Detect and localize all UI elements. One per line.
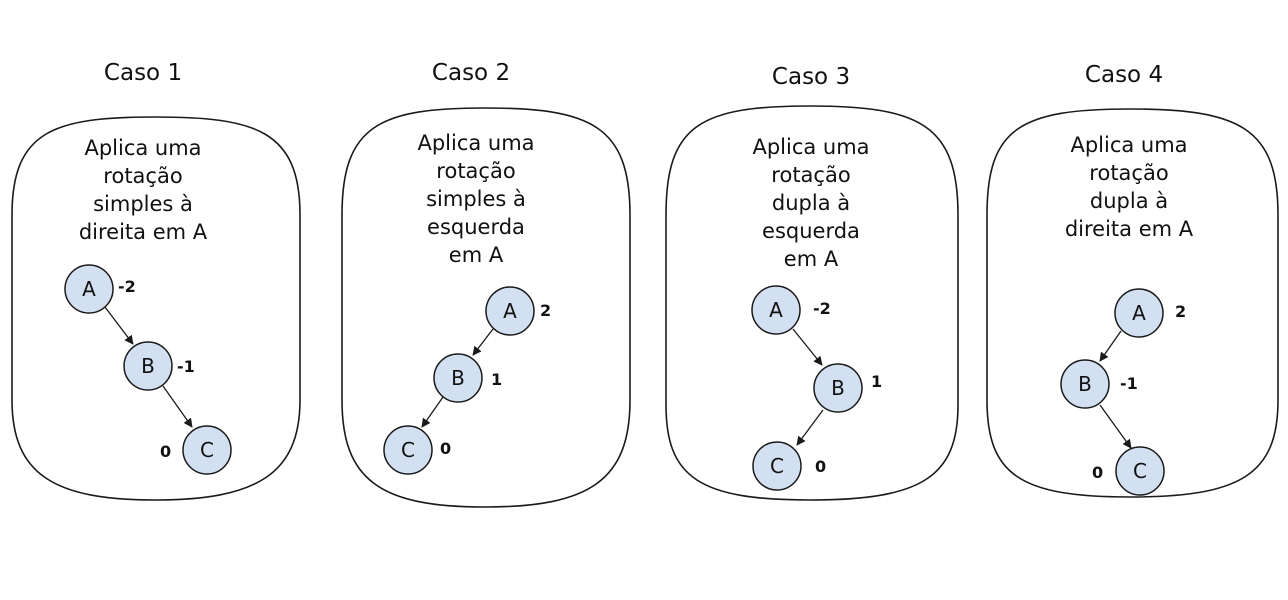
case-description-line: dupla à: [1090, 189, 1168, 213]
balance-factor: -2: [118, 277, 136, 296]
balance-factor: -1: [177, 357, 195, 376]
tree-node-b: B: [123, 341, 173, 391]
tree-edge-a-b: [1099, 330, 1122, 362]
tree-node-a: A: [751, 285, 801, 335]
node-label: B: [451, 366, 465, 390]
case-description-line: Aplica uma: [1070, 133, 1187, 157]
balance-factor: 1: [491, 370, 502, 389]
case-panel-1: Caso 1 Aplica uma rotação simples à dire…: [11, 60, 301, 501]
case-description-line: esquerda: [762, 219, 860, 243]
node-label: A: [82, 277, 96, 301]
node-label: B: [1078, 372, 1092, 396]
case-description-line: direita em A: [1065, 217, 1194, 241]
node-label: B: [831, 376, 845, 400]
balance-factor: -2: [813, 299, 831, 318]
case-title: Caso 2: [432, 60, 510, 86]
balance-factor: 0: [440, 439, 451, 458]
case-description-line: rotação: [103, 164, 182, 188]
case-description-line: rotação: [1089, 161, 1168, 185]
node-label: B: [141, 354, 155, 378]
case-container: [665, 105, 959, 501]
balance-factor: 1: [871, 372, 882, 391]
case-description-line: dupla à: [772, 191, 850, 215]
balance-factor: 0: [1092, 463, 1103, 482]
tree-node-c: C: [1115, 446, 1165, 496]
node-label: C: [200, 438, 214, 462]
case-description-line: rotação: [436, 159, 515, 183]
case-description-line: Aplica uma: [752, 135, 869, 159]
node-label: C: [1133, 459, 1147, 483]
tree-edge-b-c: [421, 396, 444, 428]
balance-factor: -1: [1120, 374, 1138, 393]
tree-edge-a-b: [104, 306, 134, 345]
case-panel-4: Caso 4 Aplica uma rotação dupla à direit…: [986, 62, 1279, 498]
node-label: C: [770, 454, 784, 478]
tree-node-b: B: [433, 353, 483, 403]
balance-factor: 0: [160, 442, 171, 461]
case-title: Caso 1: [104, 60, 182, 86]
tree-node-c: C: [182, 425, 232, 475]
case-description-line: em A: [449, 243, 504, 267]
tree-node-c: C: [383, 425, 433, 475]
tree-edge-b-c: [162, 385, 193, 428]
node-label: A: [1132, 301, 1146, 325]
node-label: C: [401, 438, 415, 462]
case-description-line: direita em A: [79, 220, 208, 244]
balance-factor: 0: [815, 457, 826, 476]
node-label: A: [503, 299, 517, 323]
tree-node-a: A: [1114, 288, 1164, 338]
case-description-line: rotação: [771, 163, 850, 187]
case-description-line: simples à: [93, 192, 193, 216]
tree-edge-b-c: [1099, 404, 1132, 449]
tree-edge-a-b: [792, 328, 823, 366]
tree-node-b: B: [1060, 359, 1110, 409]
case-description-line: simples à: [426, 187, 526, 211]
tree-node-a: A: [485, 286, 535, 336]
case-panel-2: Caso 2 Aplica uma rotação simples à esqu…: [341, 60, 631, 508]
case-description-line: em A: [784, 247, 839, 271]
tree-node-c: C: [752, 441, 802, 491]
case-container: [11, 116, 301, 501]
node-label: A: [769, 298, 783, 322]
case-panel-3: Caso 3 Aplica uma rotação dupla à esquer…: [665, 64, 959, 501]
balance-factor: 2: [1175, 302, 1186, 321]
case-description-line: esquerda: [427, 215, 525, 239]
balance-factor: 2: [540, 301, 551, 320]
tree-edge-a-b: [472, 328, 494, 356]
case-title: Caso 4: [1085, 62, 1163, 88]
tree-node-b: B: [813, 363, 863, 413]
tree-edge-b-c: [796, 409, 824, 446]
case-description-line: Aplica uma: [84, 136, 201, 160]
case-title: Caso 3: [772, 64, 850, 90]
tree-node-a: A: [64, 264, 114, 314]
case-description-line: Aplica uma: [417, 131, 534, 155]
